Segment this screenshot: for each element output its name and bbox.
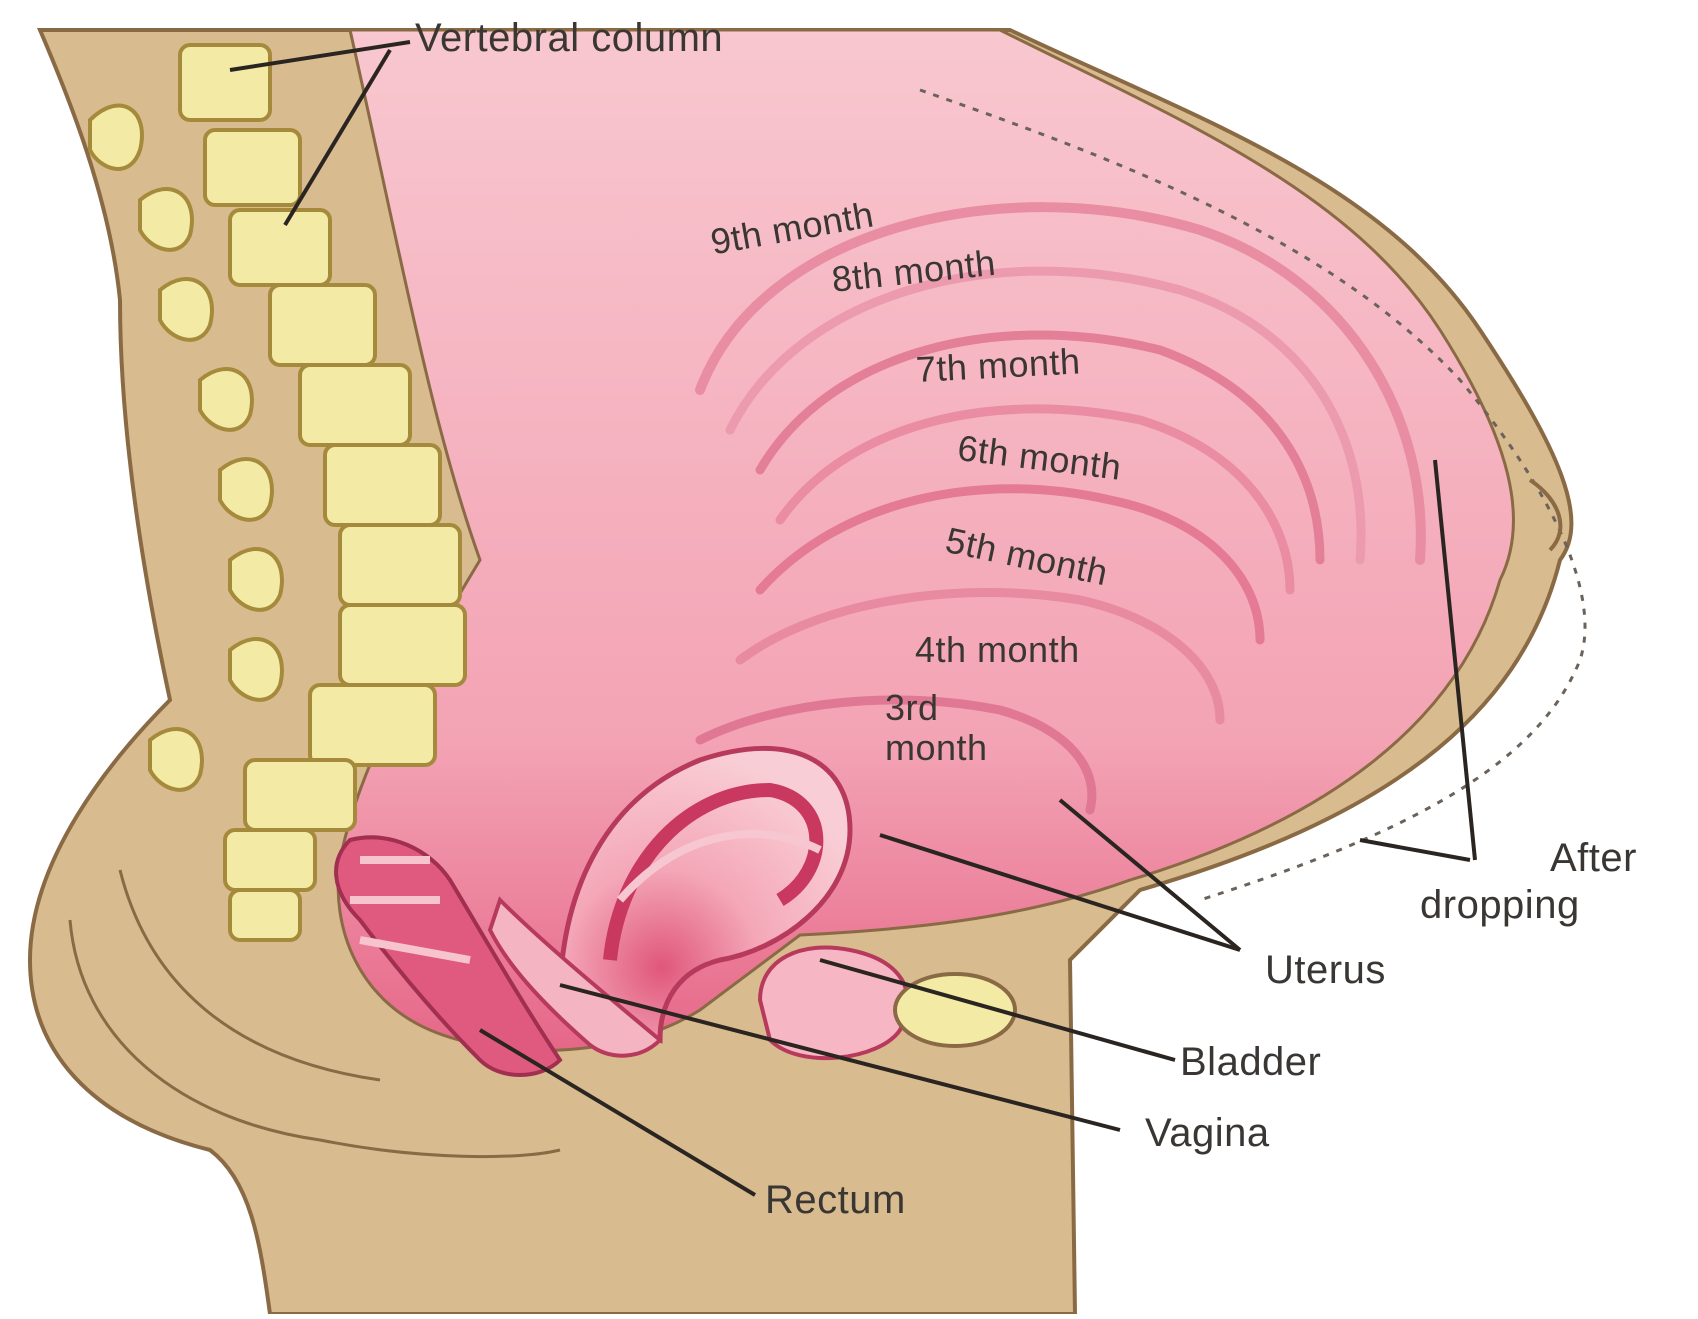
label-rectum: Rectum: [765, 1180, 906, 1220]
label-3rd: 3rd: [885, 690, 939, 726]
label-7th-month: 7th month: [915, 343, 1081, 388]
label-after: After: [1550, 838, 1637, 878]
label-3rd-month: month: [885, 730, 988, 766]
abdominal-cavity: [338, 30, 1513, 1050]
label-vagina: Vagina: [1145, 1113, 1270, 1153]
label-dropping: dropping: [1420, 885, 1580, 925]
label-uterus: Uterus: [1265, 950, 1386, 990]
label-4th-month: 4th month: [915, 632, 1080, 668]
label-vertebral-column: Vertebral column: [415, 18, 723, 58]
label-bladder: Bladder: [1180, 1042, 1321, 1082]
